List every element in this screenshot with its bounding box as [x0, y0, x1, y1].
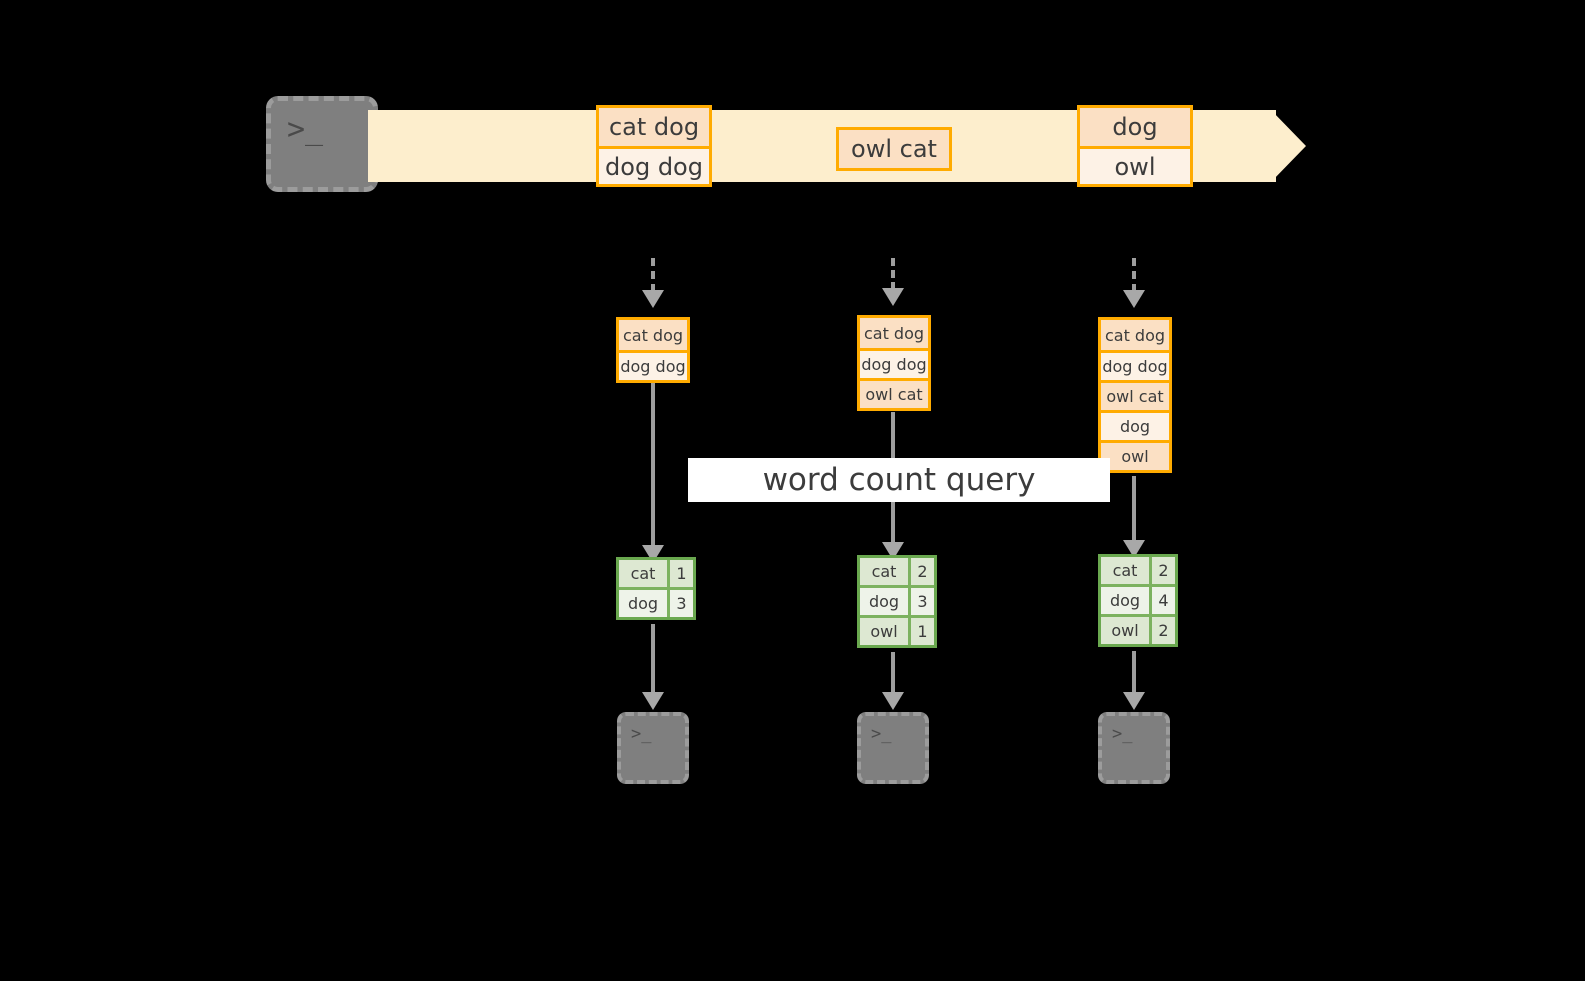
sink-connector-3: [1132, 651, 1136, 696]
table-row: dog 3: [619, 587, 693, 617]
result-word: dog: [1101, 587, 1149, 614]
result-word: cat: [619, 560, 667, 587]
table-row: cat 2: [860, 558, 934, 585]
result-count: 3: [667, 590, 693, 617]
input-line: cat dog: [1101, 320, 1169, 350]
accumulated-input-3: cat dog dog dog owl cat dog owl: [1098, 317, 1172, 473]
query-label-band: word count query: [688, 458, 1110, 502]
stream-message-line: owl: [1080, 146, 1190, 184]
result-word: cat: [860, 558, 908, 585]
down-arrow-icon: [1123, 692, 1145, 710]
stream-message-line: dog dog: [599, 146, 709, 184]
result-table-3: cat 2 dog 4 owl 2: [1098, 554, 1178, 647]
terminal-prompt-glyph: >_: [1112, 724, 1133, 744]
down-arrow-icon: [642, 692, 664, 710]
input-line: dog: [1101, 410, 1169, 440]
right-arrow-icon: [1271, 110, 1306, 182]
stream-message-line: cat dog: [599, 108, 709, 146]
stream-message-1: cat dog dog dog: [596, 105, 712, 187]
result-count: 1: [667, 560, 693, 587]
trigger-arrow-line-3: [1132, 258, 1136, 292]
table-row: dog 4: [1101, 584, 1175, 614]
input-line: owl: [1101, 440, 1169, 470]
table-row: cat 2: [1101, 557, 1175, 584]
query-label-text: word count query: [762, 462, 1036, 498]
table-row: owl 2: [1101, 614, 1175, 644]
down-arrow-icon: [642, 290, 664, 308]
sink-connector-1: [651, 624, 655, 696]
terminal-icon-sink-1: >_: [617, 712, 689, 784]
result-count: 2: [908, 558, 934, 585]
result-word: dog: [860, 588, 908, 615]
stream-message-line: dog: [1080, 108, 1190, 146]
terminal-prompt-glyph: >_: [631, 724, 652, 744]
result-count: 2: [1149, 557, 1175, 584]
sink-connector-2: [891, 652, 895, 696]
input-line: owl cat: [1101, 380, 1169, 410]
query-connector-3: [1132, 476, 1136, 546]
down-arrow-icon: [1123, 290, 1145, 308]
table-row: dog 3: [860, 585, 934, 615]
result-count: 2: [1149, 617, 1175, 644]
result-word: owl: [860, 618, 908, 645]
stream-message-line: owl cat: [839, 130, 949, 168]
terminal-icon-sink-3: >_: [1098, 712, 1170, 784]
result-word: cat: [1101, 557, 1149, 584]
down-arrow-icon: [882, 692, 904, 710]
input-line: owl cat: [860, 378, 928, 408]
accumulated-input-1: cat dog dog dog: [616, 317, 690, 383]
terminal-icon-source: >_: [266, 96, 378, 192]
down-arrow-icon: [882, 288, 904, 306]
result-count: 4: [1149, 587, 1175, 614]
input-line: dog dog: [860, 348, 928, 378]
input-line: cat dog: [619, 320, 687, 350]
trigger-arrow-line-2: [891, 258, 895, 290]
terminal-prompt-glyph: >_: [287, 112, 324, 147]
table-row: cat 1: [619, 560, 693, 587]
down-arrow-icon: [1123, 540, 1145, 558]
trigger-arrow-line-1: [651, 258, 655, 292]
input-line: cat dog: [860, 318, 928, 348]
result-count: 3: [908, 588, 934, 615]
terminal-prompt-glyph: >_: [871, 724, 892, 744]
stream-message-3: dog owl: [1077, 105, 1193, 187]
stream-message-2: owl cat: [836, 127, 952, 171]
table-row: owl 1: [860, 615, 934, 645]
input-line: dog dog: [1101, 350, 1169, 380]
input-line: dog dog: [619, 350, 687, 380]
result-word: dog: [619, 590, 667, 617]
query-connector-1: [651, 383, 655, 551]
result-word: owl: [1101, 617, 1149, 644]
result-table-2: cat 2 dog 3 owl 1: [857, 555, 937, 648]
result-count: 1: [908, 618, 934, 645]
result-table-1: cat 1 dog 3: [616, 557, 696, 620]
accumulated-input-2: cat dog dog dog owl cat: [857, 315, 931, 411]
terminal-icon-sink-2: >_: [857, 712, 929, 784]
